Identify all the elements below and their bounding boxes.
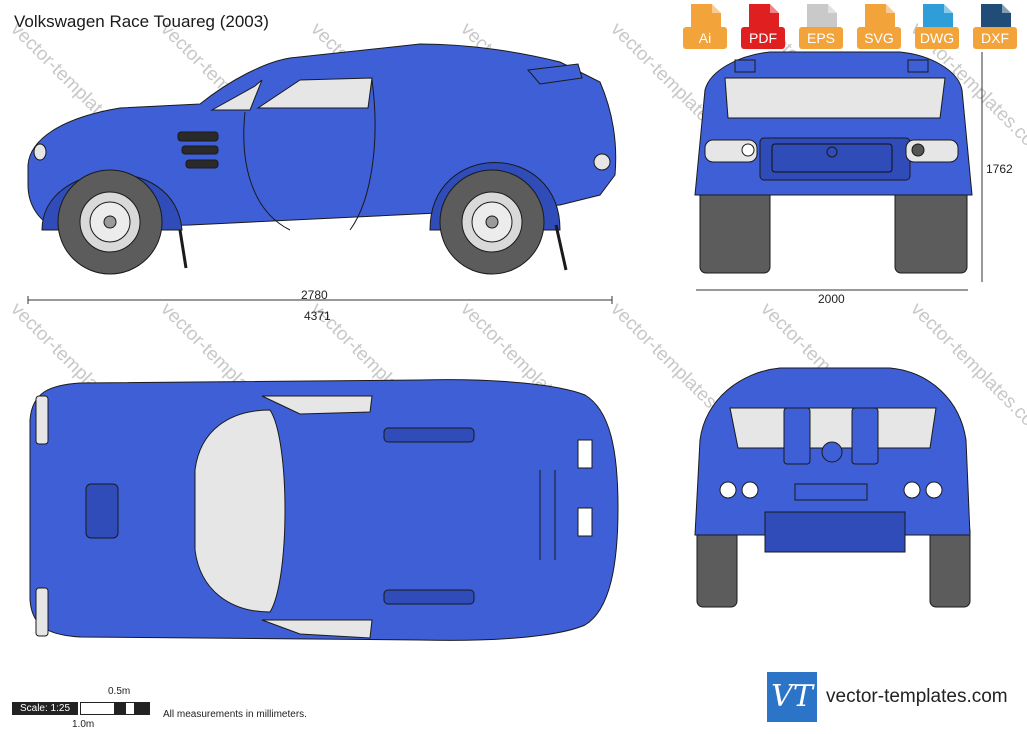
- half-meter-label: 0.5m: [108, 686, 131, 697]
- rear-view: [694, 367, 971, 608]
- scale-bar: [80, 702, 150, 715]
- scale-label: Scale: 1:25: [12, 702, 78, 715]
- width-dimension: 2000: [818, 292, 845, 306]
- side-view: [27, 43, 617, 275]
- length-dimension: 4371: [304, 309, 331, 323]
- one-meter-label: 1.0m: [72, 719, 95, 730]
- top-windshield: [194, 409, 286, 613]
- height-dimension: 1762: [986, 162, 1013, 176]
- wheelbase-dimension: 2780: [301, 288, 328, 302]
- vt-logo-icon[interactable]: VT: [767, 672, 817, 722]
- page-title: Volkswagen Race Touareg (2003): [14, 12, 269, 31]
- dwg-format-icon[interactable]: DWG: [915, 4, 961, 52]
- side-dimension-lines: [27, 296, 613, 304]
- pdf-format-icon[interactable]: PDF: [741, 4, 787, 52]
- eps-format-icon[interactable]: EPS: [799, 4, 845, 52]
- top-view: [29, 379, 619, 641]
- front-dimension-lines: [696, 52, 983, 291]
- ai-format-icon[interactable]: Ai: [683, 4, 729, 52]
- front-view: [694, 51, 973, 274]
- dxf-format-icon[interactable]: DXF: [973, 4, 1019, 52]
- brand-site-link[interactable]: vector-templates.com: [826, 686, 1008, 707]
- measurements-note: All measurements in millimeters.: [163, 709, 307, 720]
- side-window: [256, 77, 373, 109]
- svg-format-icon[interactable]: SVG: [857, 4, 903, 52]
